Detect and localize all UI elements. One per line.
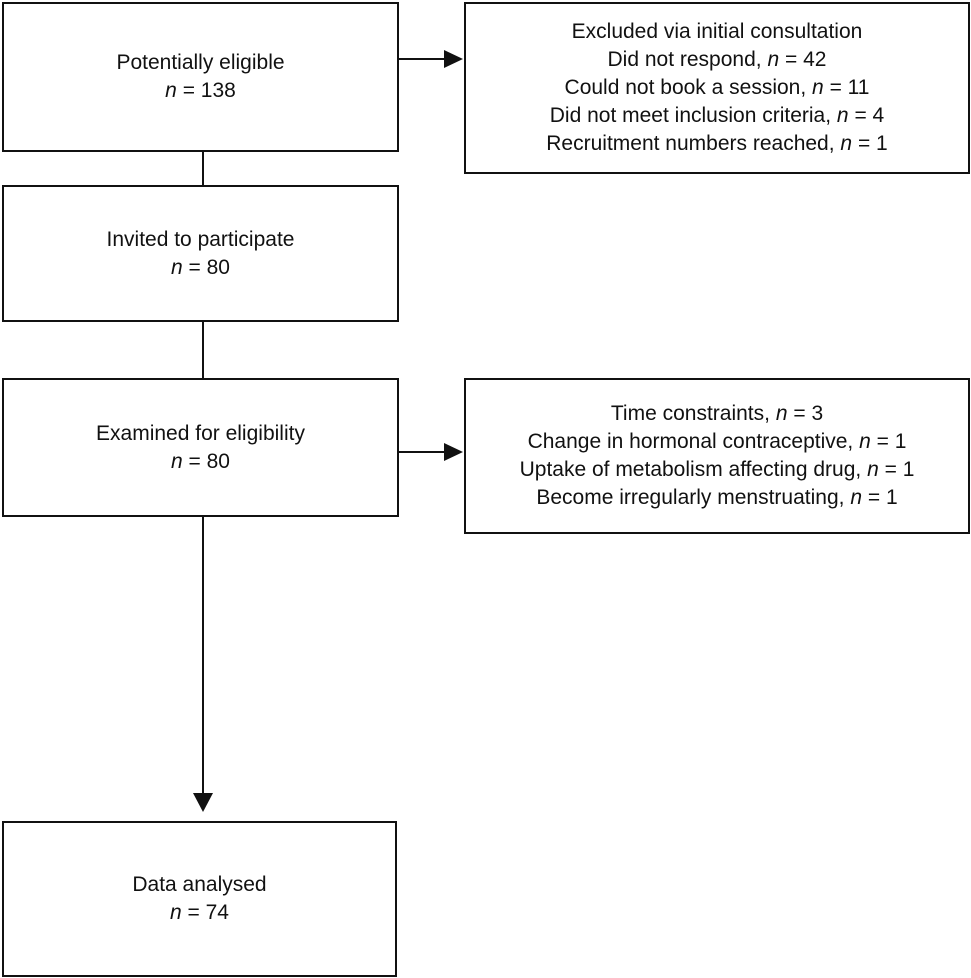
invited-label: Invited to participate (106, 227, 295, 251)
count-value: = 74 (187, 901, 229, 924)
examined-box: Examined for eligibility n = 80 (2, 378, 399, 517)
count-value: = 11 (829, 76, 870, 99)
exclusion-reason: Time constraints, (610, 402, 770, 425)
arrowhead-to-data-analysed (193, 793, 213, 812)
arrowhead-to-exclusions-eligibility (444, 443, 463, 461)
data-analysed-count: n = 74 (170, 899, 229, 927)
exclusion-reason: Did not respond, (607, 48, 762, 71)
exclusion-reason: Uptake of metabolism affecting drug, (519, 458, 862, 481)
exclusion-item: Did not respond, n = 42 (608, 46, 827, 74)
count-value: = 1 (857, 132, 888, 155)
n-symbol: n (170, 901, 182, 924)
count-value: = 3 (793, 402, 824, 425)
invited-box: Invited to participate n = 80 (2, 185, 399, 322)
n-symbol: n (767, 48, 780, 71)
exclusion-item: Change in hormonal contraceptive, n = 1 (528, 428, 907, 456)
count-value: = 138 (182, 79, 236, 102)
arrowhead-to-exclusions-initial (444, 50, 463, 68)
examined-count: n = 80 (171, 448, 230, 476)
n-symbol: n (171, 449, 183, 473)
count-value: = 1 (876, 430, 907, 453)
exclusion-item: Time constraints, n = 3 (611, 400, 823, 428)
n-symbol: n (859, 430, 871, 453)
n-symbol: n (867, 458, 879, 481)
n-symbol: n (812, 76, 824, 99)
n-symbol: n (840, 132, 853, 155)
n-symbol: n (836, 104, 849, 127)
n-symbol: n (171, 255, 183, 279)
invited-count: n = 80 (171, 254, 230, 282)
count-value: = 42 (785, 48, 827, 71)
count-value: = 1 (884, 458, 915, 481)
exclusion-reason: Become irregularly menstruating, (536, 486, 845, 509)
potentially-eligible-count: n = 138 (165, 77, 236, 105)
potentially-eligible-label: Potentially eligible (116, 51, 285, 74)
exclusion-reason: Could not book a session, (564, 76, 807, 99)
count-value: = 4 (854, 104, 885, 127)
count-value: = 1 (867, 486, 898, 509)
n-symbol: n (775, 402, 788, 425)
n-symbol: n (850, 486, 863, 509)
count-value: = 80 (188, 255, 230, 279)
potentially-eligible-box: Potentially eligible n = 138 (2, 2, 399, 152)
exclusions-initial-box: Excluded via initial consultation Did no… (464, 2, 970, 174)
data-analysed-box: Data analysed n = 74 (2, 821, 397, 977)
data-analysed-label: Data analysed (132, 873, 267, 896)
exclusion-reason: Recruitment numbers reached, (546, 132, 835, 155)
exclusion-item: Uptake of metabolism affecting drug, n =… (520, 456, 915, 484)
count-value: = 80 (188, 449, 230, 473)
n-symbol: n (165, 79, 177, 102)
examined-label: Examined for eligibility (96, 421, 305, 445)
exclusions-eligibility-box: Time constraints, n = 3 Change in hormon… (464, 378, 970, 534)
exclusions-initial-title: Excluded via initial consultation (571, 20, 863, 43)
exclusion-item: Become irregularly menstruating, n = 1 (536, 484, 897, 512)
exclusion-reason: Change in hormonal contraceptive, (527, 430, 854, 453)
exclusion-reason: Did not meet inclusion criteria, (549, 104, 832, 127)
exclusion-item: Did not meet inclusion criteria, n = 4 (550, 102, 884, 130)
exclusion-item: Recruitment numbers reached, n = 1 (546, 130, 887, 158)
exclusion-item: Could not book a session, n = 11 (565, 74, 870, 102)
